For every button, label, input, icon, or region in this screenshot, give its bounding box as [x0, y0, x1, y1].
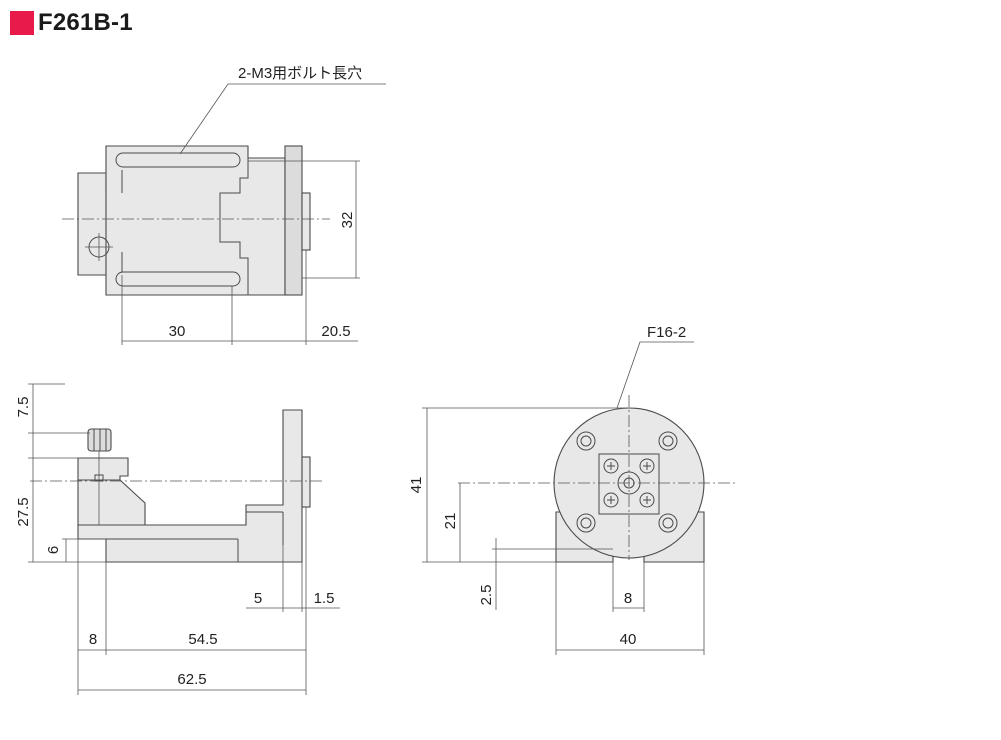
dim-side-5: 5: [254, 590, 262, 607]
screw-bl: [603, 492, 619, 508]
part-number: F261B-1: [38, 9, 133, 36]
screw-crosses: [607, 462, 651, 504]
slot-upper: [115, 152, 241, 168]
top-view: 32 30 20.5 2-M3用ボルト長穴: [62, 65, 386, 345]
top-view-body: [105, 145, 286, 296]
title-marker: [10, 11, 34, 35]
hole-bl: [576, 513, 596, 533]
hole-bl-inner: [580, 517, 592, 529]
screw-br: [639, 492, 655, 508]
side-view-boss: [301, 456, 311, 508]
drawing-title: F261B-1: [10, 8, 133, 38]
screw-tl: [603, 458, 619, 474]
side-view: 7.5 27.5 6 8 54.5 62.5 5 1.5: [15, 383, 340, 695]
center-screws: [603, 458, 655, 508]
dim-side-1-5: 1.5: [314, 590, 335, 607]
dim-side-62-5: 62.5: [177, 671, 206, 688]
hole-tl-inner: [580, 435, 592, 447]
hole-tr: [658, 431, 678, 451]
dim-top-height: 32: [339, 212, 356, 229]
stage-callout: F16-2: [647, 324, 686, 341]
dim-side-8: 8: [89, 631, 97, 648]
hole-tl: [576, 431, 596, 451]
hole-tr-inner: [662, 435, 674, 447]
top-view-boss: [301, 192, 311, 251]
dim-front-40: 40: [620, 631, 637, 648]
stage-leader: [616, 341, 694, 409]
slot-callout: 2-M3用ボルト長穴: [238, 65, 362, 82]
dim-top-offset-20-5: 20.5: [321, 323, 350, 340]
dim-side-6: 6: [45, 546, 62, 554]
slot-leader: [179, 83, 386, 155]
screw-tr: [639, 458, 655, 474]
mount-holes: [576, 431, 678, 533]
front-view: 41 21 2.5 8 40 F16-2: [408, 324, 735, 655]
center-plate: [598, 453, 660, 515]
dim-side-7-5: 7.5: [15, 397, 32, 418]
dim-top-width-30: 30: [169, 323, 186, 340]
wedge-block: [77, 479, 146, 526]
top-view-plate: [284, 145, 303, 296]
top-view-step: [121, 158, 249, 295]
hole-br-inner: [662, 517, 674, 529]
dim-front-2-5: 2.5: [478, 585, 495, 606]
dim-side-27-5: 27.5: [15, 497, 32, 526]
dim-front-21: 21: [442, 513, 459, 530]
hole-br: [658, 513, 678, 533]
dim-side-54-5: 54.5: [188, 631, 217, 648]
slot-lower: [115, 271, 241, 287]
dim-front-8: 8: [624, 590, 632, 607]
dim-front-41: 41: [408, 477, 425, 494]
